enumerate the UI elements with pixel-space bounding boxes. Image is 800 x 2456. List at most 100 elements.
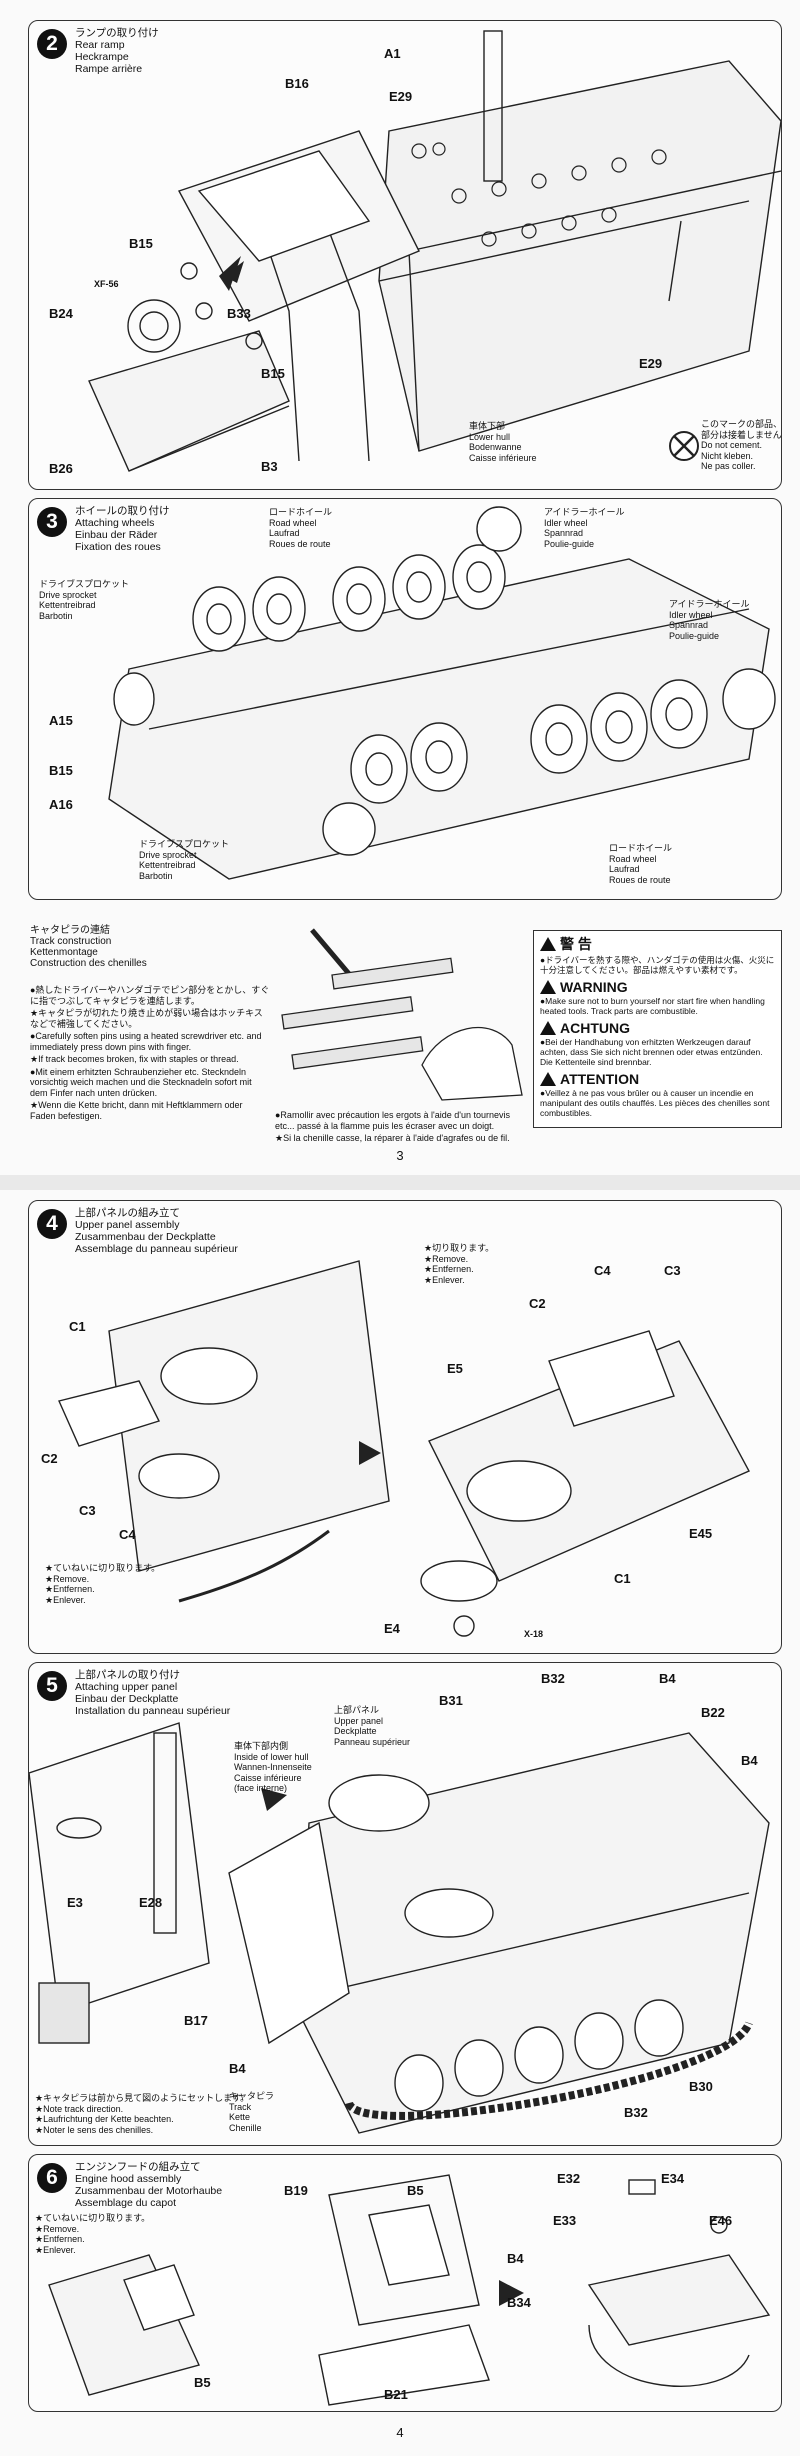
upper-panel-illustration [58,1260,750,1637]
part-label-c1: C1 [69,1319,86,1334]
wheels-illustration [108,506,776,880]
warning-triangle-icon [540,937,556,951]
part-label-c4: C4 [119,1527,136,1542]
paint-label-xf56: XF-56 [94,279,119,289]
part-label-c4-right: C4 [594,1263,611,1278]
step-number: 3 [37,507,67,537]
warning-heading-fr: ATTENTION [540,1070,775,1087]
page-number: 4 [396,2425,404,2440]
warning-text-en: ●Make sure not to burn yourself nor star… [540,996,765,1016]
part-label-b4-lower: B4 [229,2061,246,2076]
part-label-e32: E32 [557,2171,581,2186]
part-label-b21: B21 [384,2387,408,2402]
part-label-c3-right: C3 [664,1263,681,1278]
step-number: 6 [37,2163,67,2193]
part-label-e5: E5 [447,1361,463,1376]
part-label-b15: B15 [129,236,153,251]
part-label-b16: B16 [285,76,309,91]
do-not-cement-note: このマークの部品、部分は接着しません。 Do not cement.Nicht … [701,419,782,471]
rear-ramp-illustration [88,30,781,472]
part-label-b3: B3 [261,459,278,474]
remove-note-top: ★切り取ります。★Remove. ★Entfernen.★Enlever. [424,1243,495,1285]
engine-hood-illustration [48,2174,771,2406]
part-label-c2: C2 [41,1451,58,1466]
part-label-b30: B30 [689,2079,713,2094]
remove-note-bottom: ★ていねいに切り取ります。★Remove. ★Entfernen.★Enleve… [45,1563,161,1605]
part-label-b15: B15 [49,763,73,778]
warning-text-jp: ●ドライバーを熱する際や、ハンダゴテの使用は火傷、火災に十分注意してください。部… [540,955,775,975]
part-label-x18: X-18 [524,1629,544,1639]
part-label-b34: B34 [507,2295,531,2310]
part-label-b4-right: B4 [741,1753,758,1768]
part-label-e33: E33 [553,2213,577,2228]
warning-text-fr: ●Veillez à ne pas vous brûler ou à cause… [540,1088,770,1118]
part-label-c1-right: C1 [614,1571,631,1586]
warning-triangle-icon [540,1072,556,1086]
part-label-b32-lower: B32 [624,2105,648,2120]
part-label-e34: E34 [661,2171,685,2186]
part-label-b19: B19 [284,2183,308,2198]
track-illustration [281,928,523,1101]
part-label-c3: C3 [79,1503,96,1518]
step-number: 2 [37,29,67,59]
remove-note: ★ていねいに切り取ります。★Remove. ★Entfernen.★Enleve… [35,2213,151,2255]
warning-heading-de: ACHTUNG [540,1019,775,1036]
track-instructions-french: ●Ramollir avec précaution les ergots à l… [275,1110,510,1143]
step-number: 5 [37,1671,67,1701]
part-label-b33: B33 [227,306,251,321]
part-label-e45: E45 [689,1526,713,1541]
part-label-e29-b: E29 [639,356,663,371]
page-number: 3 [396,1148,404,1163]
do-not-cement-icon [669,431,699,461]
part-label-b32: B32 [541,1671,565,1686]
warning-triangle-icon [540,980,556,994]
track-instructions-left: ●熱したドライバーやハンダゴテでピン部分をとかし、すぐに指でつぶしてキャタピラを… [30,985,270,1121]
part-label-e29: E29 [389,89,413,104]
part-label-a15: A15 [49,713,73,728]
part-label-a1: A1 [384,46,401,61]
warning-triangle-icon [540,1021,556,1035]
part-label-b5-left: B5 [194,2375,211,2390]
part-label-e4: E4 [384,1621,400,1636]
part-label-b4: B4 [507,2251,524,2266]
step-number: 4 [37,1209,67,1239]
part-label-b17: B17 [184,2013,208,2028]
part-label-a16: A16 [49,797,73,812]
warning-box: 警 告 ●ドライバーを熱する際や、ハンダゴテの使用は火傷、火災に十分注意してくだ… [533,930,782,1128]
part-label-b26: B26 [49,461,73,476]
warning-heading-jp: 警 告 [540,934,775,954]
part-label-e3: E3 [67,1895,83,1910]
part-label-e46: E46 [709,2213,733,2228]
part-label-b22: B22 [701,1705,725,1720]
part-label-b4: B4 [659,1671,676,1686]
part-label-b5: B5 [407,2183,424,2198]
part-label-b24: B24 [49,306,73,321]
part-label-e28: E28 [139,1895,163,1910]
attaching-upper-panel-illustration [29,1722,770,2134]
part-label-c2-right: C2 [529,1296,546,1311]
part-label-b15-b: B15 [261,366,285,381]
